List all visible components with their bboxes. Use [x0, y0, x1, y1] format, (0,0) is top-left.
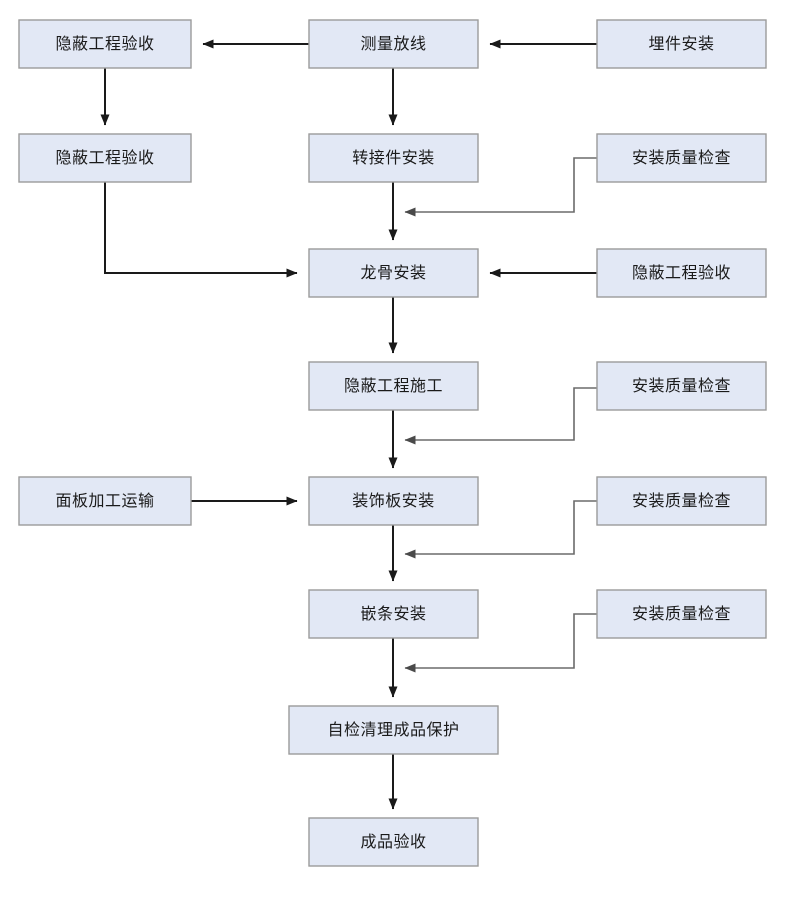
node-zhuangshiban-anzhuang[interactable]: 装饰板安装 — [308, 476, 479, 526]
node-label: 安装质量检查 — [632, 377, 731, 395]
node-layer: 隐蔽工程验收 测量放线 埋件安装 隐蔽工程验收 转接件安装 安装质量检查 — [18, 19, 767, 867]
node-yinbi-gongcheng-yanshou-1[interactable]: 隐蔽工程验收 — [18, 19, 192, 69]
node-label: 测量放线 — [360, 35, 426, 53]
edge-jiancha3-to-spine — [404, 500, 597, 559]
node-anzhuang-zhiliang-jiancha-4[interactable]: 安装质量检查 — [596, 589, 767, 639]
edge-yinbi2-to-longgu — [104, 182, 298, 278]
node-label: 安装质量检查 — [632, 149, 731, 167]
node-label: 龙骨安装 — [360, 264, 426, 282]
node-label: 隐蔽工程施工 — [344, 377, 443, 395]
node-label: 安装质量检查 — [632, 492, 731, 510]
edge-jiancha2-to-spine — [404, 387, 597, 445]
node-yinbi-gongcheng-shigong[interactable]: 隐蔽工程施工 — [308, 361, 479, 411]
node-maijian-anzhuang[interactable]: 埋件安装 — [596, 19, 767, 69]
node-anzhuang-zhiliang-jiancha-3[interactable]: 安装质量检查 — [596, 476, 767, 526]
edge-layer — [100, 39, 597, 810]
node-anzhuang-zhiliang-jiancha-1[interactable]: 安装质量检查 — [596, 133, 767, 183]
node-mianban-jiagong-yunshu[interactable]: 面板加工运输 — [18, 476, 192, 526]
edge-jiancha1-to-spine — [404, 157, 597, 217]
edge-jiancha4-to-spine — [404, 613, 597, 673]
node-label: 隐蔽工程验收 — [55, 35, 154, 53]
node-label: 隐蔽工程验收 — [55, 149, 154, 167]
node-qiantiao-anzhuang[interactable]: 嵌条安装 — [308, 589, 479, 639]
node-label: 面板加工运输 — [55, 492, 154, 510]
node-celiang-fangxian[interactable]: 测量放线 — [308, 19, 479, 69]
node-label: 自检清理成品保护 — [327, 721, 459, 739]
node-label: 转接件安装 — [352, 149, 435, 167]
node-longgu-anzhuang[interactable]: 龙骨安装 — [308, 248, 479, 298]
node-label: 隐蔽工程验收 — [632, 264, 731, 282]
node-yinbi-gongcheng-yanshou-2[interactable]: 隐蔽工程验收 — [18, 133, 192, 183]
node-zhuanjiejian-anzhuang[interactable]: 转接件安装 — [308, 133, 479, 183]
node-label: 安装质量检查 — [632, 605, 731, 623]
node-yinbi-gongcheng-yanshou-3[interactable]: 隐蔽工程验收 — [596, 248, 767, 298]
node-label: 埋件安装 — [648, 35, 714, 53]
node-label: 成品验收 — [360, 833, 426, 851]
node-label: 装饰板安装 — [352, 492, 435, 510]
node-zijian-qingli-chengpin-baohu[interactable]: 自检清理成品保护 — [288, 705, 499, 755]
node-anzhuang-zhiliang-jiancha-2[interactable]: 安装质量检查 — [596, 361, 767, 411]
node-label: 嵌条安装 — [360, 605, 426, 623]
node-chengpin-yanshou[interactable]: 成品验收 — [308, 817, 479, 867]
